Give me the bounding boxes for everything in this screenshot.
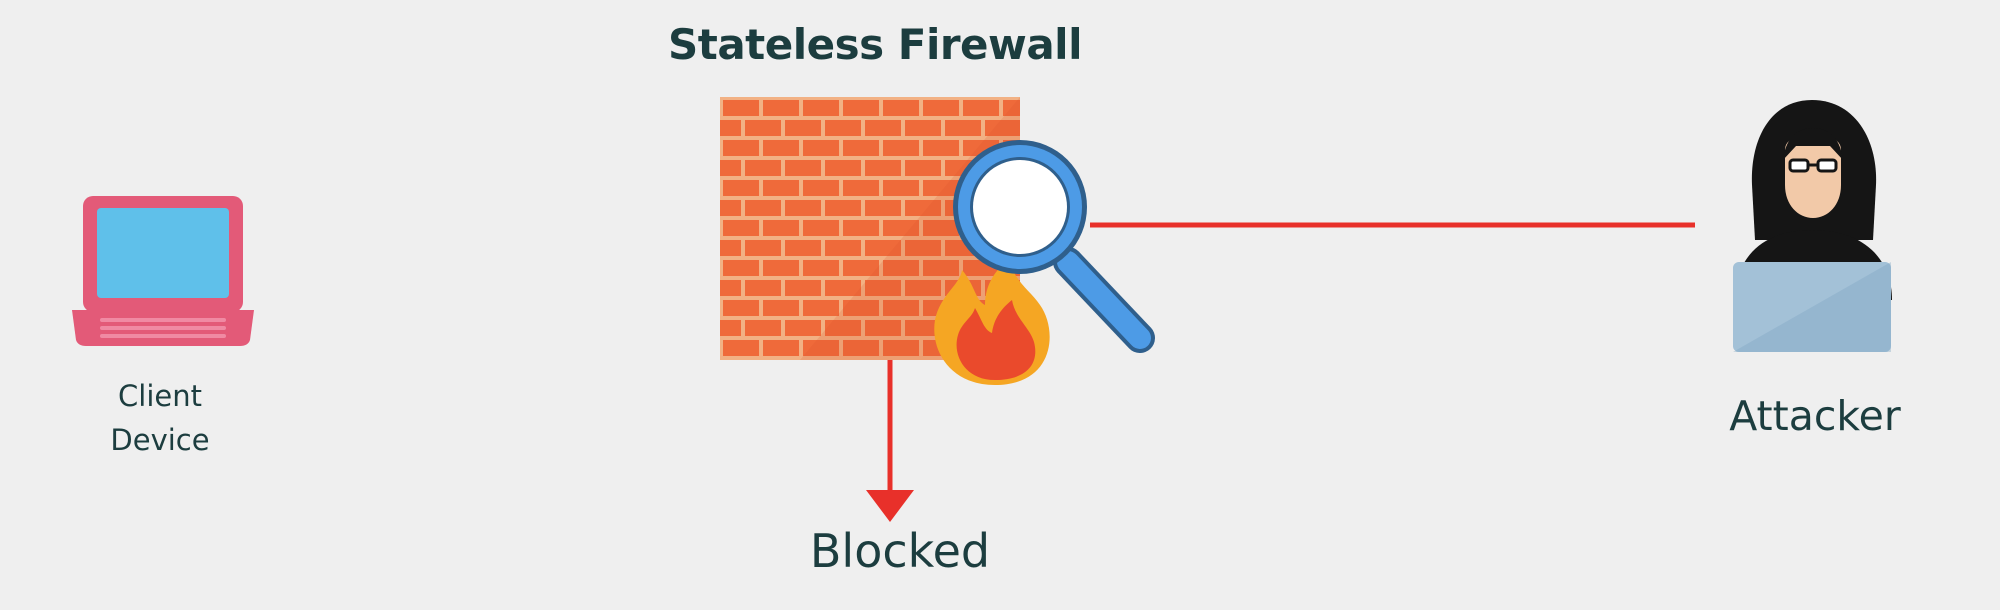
brick (923, 180, 959, 196)
magnifying-glass-icon (953, 140, 1155, 353)
brick (843, 220, 879, 236)
brick (923, 260, 959, 276)
brick (825, 240, 861, 256)
brick (905, 280, 941, 296)
brick (720, 120, 741, 136)
brick (723, 100, 759, 116)
brick (865, 240, 901, 256)
brick (723, 340, 759, 356)
brick (745, 120, 781, 136)
brick (763, 220, 799, 236)
brick (763, 300, 799, 316)
brick (865, 320, 901, 336)
brick (803, 220, 839, 236)
brick (883, 340, 919, 356)
brick (843, 100, 879, 116)
brick (763, 140, 799, 156)
brick (785, 320, 821, 336)
brick (905, 240, 941, 256)
brick (720, 240, 741, 256)
brick (745, 280, 781, 296)
brick (723, 300, 759, 316)
brick (745, 160, 781, 176)
brick (785, 280, 821, 296)
brick (843, 180, 879, 196)
brick (883, 300, 919, 316)
brick (945, 120, 981, 136)
brick (905, 120, 941, 136)
brick (843, 260, 879, 276)
brick (883, 220, 919, 236)
brick (745, 200, 781, 216)
brick (865, 160, 901, 176)
client-label-line1: Client (118, 379, 202, 413)
brick (883, 100, 919, 116)
brick (1003, 100, 1020, 116)
brick (785, 200, 821, 216)
client-label-line2: Device (110, 423, 210, 457)
brick (865, 200, 901, 216)
brick (785, 120, 821, 136)
brick (963, 100, 999, 116)
brick (905, 320, 941, 336)
brick (763, 180, 799, 196)
brick (843, 340, 879, 356)
blocked-label: Blocked (809, 524, 991, 578)
brick (763, 260, 799, 276)
brick (803, 300, 839, 316)
firewall-title: Stateless Firewall (668, 20, 1082, 69)
brick (723, 140, 759, 156)
brick (923, 140, 959, 156)
brick (905, 200, 941, 216)
brick (865, 120, 901, 136)
laptop-icon (72, 196, 254, 346)
brick (825, 120, 861, 136)
hooded-hacker-icon (1733, 100, 1892, 352)
brick (763, 340, 799, 356)
brick (720, 160, 741, 176)
brick (803, 260, 839, 276)
brick (745, 320, 781, 336)
brick (843, 140, 879, 156)
brick (723, 180, 759, 196)
brick (803, 180, 839, 196)
brick (720, 320, 741, 336)
brick (803, 100, 839, 116)
brick (843, 300, 879, 316)
brick (785, 160, 821, 176)
brick (883, 260, 919, 276)
brick (763, 100, 799, 116)
brick (923, 100, 959, 116)
brick (785, 240, 821, 256)
brick (723, 260, 759, 276)
brick (905, 160, 941, 176)
brick (883, 180, 919, 196)
blocked-arrow (866, 360, 914, 522)
brick (825, 320, 861, 336)
attacker-label: Attacker (1729, 392, 1901, 440)
brick (825, 280, 861, 296)
brick (803, 140, 839, 156)
brick (745, 240, 781, 256)
brick (825, 200, 861, 216)
brick (865, 280, 901, 296)
brick (923, 220, 959, 236)
brick (825, 160, 861, 176)
brick (720, 280, 741, 296)
brick (883, 140, 919, 156)
brick (723, 220, 759, 236)
brick (803, 340, 839, 356)
client-device-label: Client Device (60, 374, 260, 462)
brick (985, 120, 1020, 136)
brick (720, 200, 741, 216)
flame-icon (934, 258, 1050, 385)
